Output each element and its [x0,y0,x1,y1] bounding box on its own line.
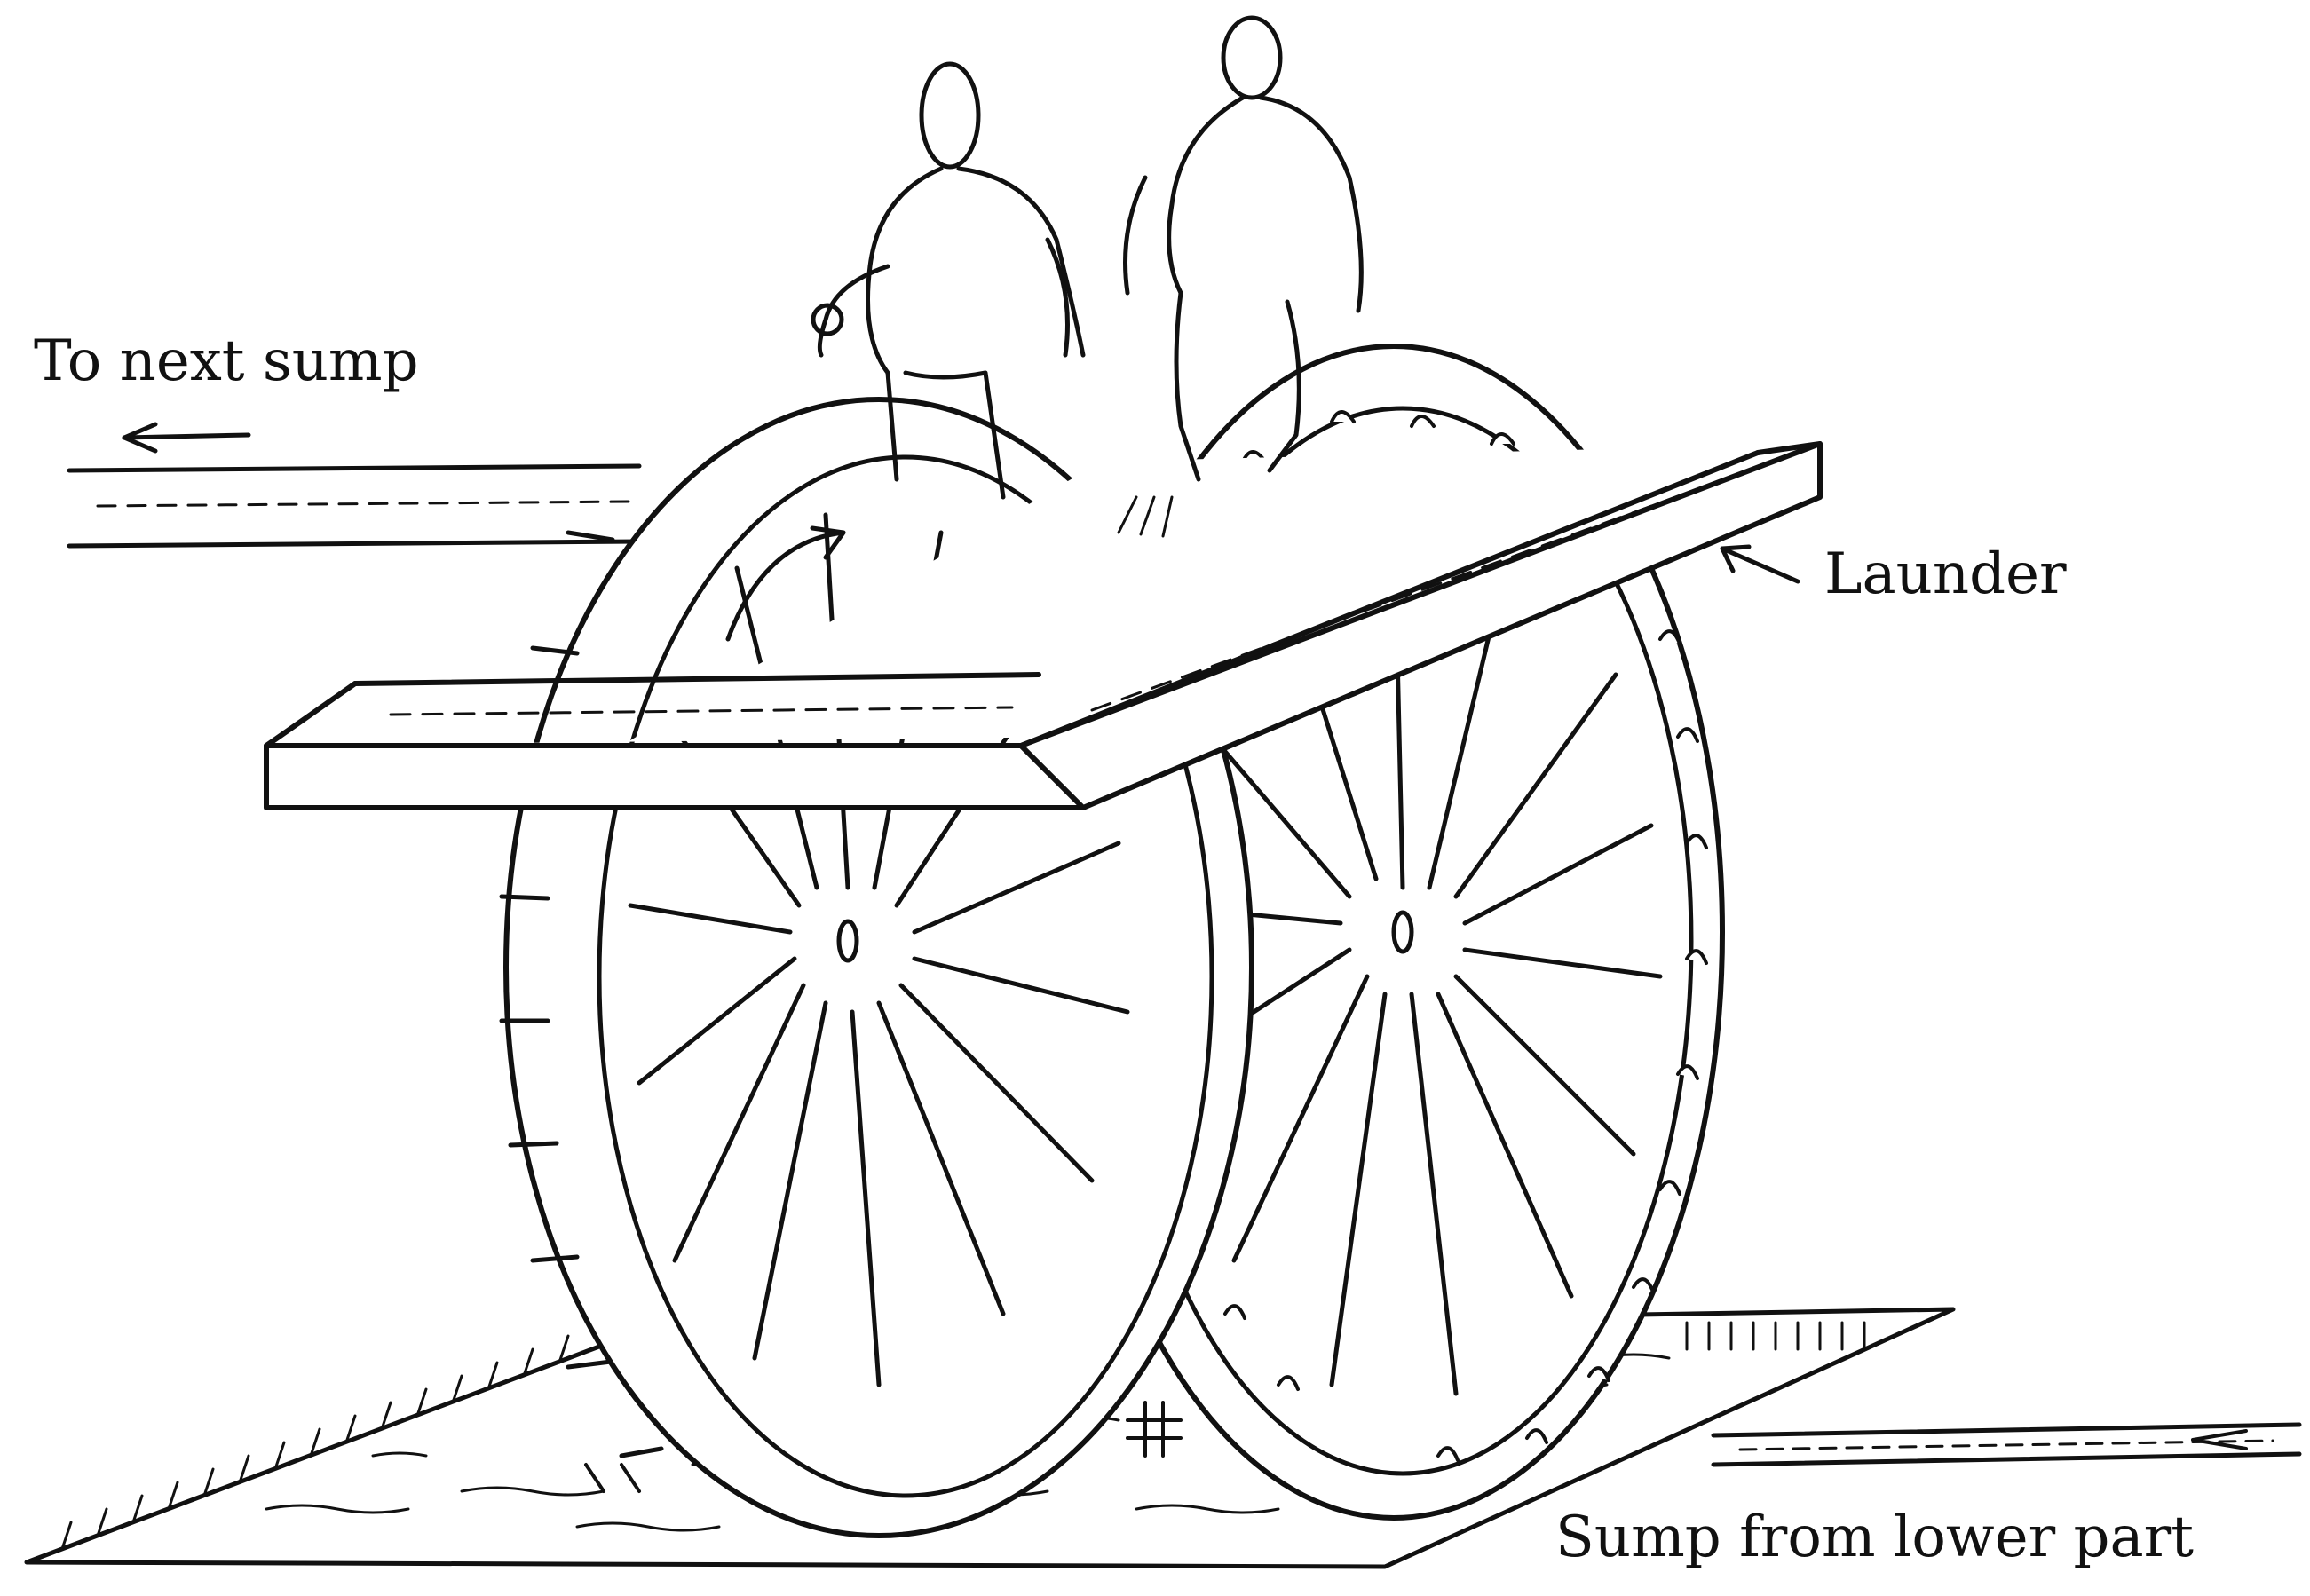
to-next-sump-label: To next sump [34,328,419,394]
worker-left [811,61,1086,500]
sump-from-lower-part-label: Sump from lower part [1555,1505,2194,1570]
outflow-channel [67,463,642,549]
launder-label: Launder [1824,541,2067,607]
inflow-channel [1711,1422,2302,1467]
launder-pointer-arrow-icon [1720,544,1800,584]
worker-right [1123,15,1364,482]
to-next-sump-arrow-icon [122,422,251,454]
spray-marks [1117,495,1174,538]
base-frame [584,1401,1183,1493]
launder-trough [264,441,1823,810]
